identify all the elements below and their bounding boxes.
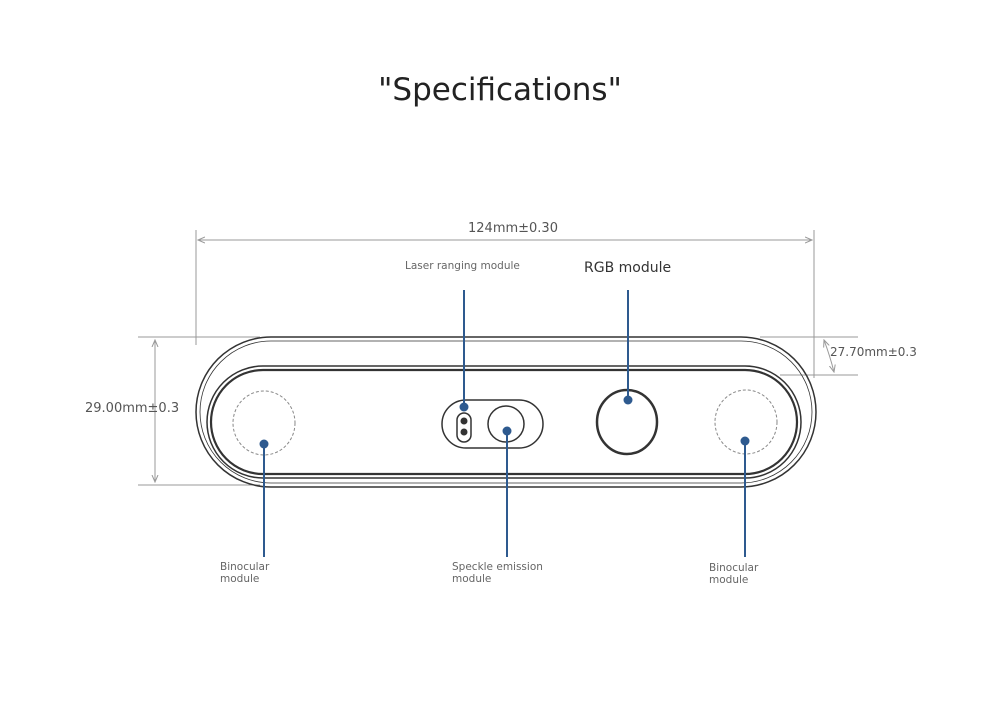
sensor-housing bbox=[441, 399, 544, 449]
width-label: 124mm±0.30 bbox=[468, 221, 558, 236]
pointer-lines bbox=[259, 290, 750, 557]
depth-label: 27.70mm±0.3 bbox=[830, 345, 917, 359]
binocular-right-label-1: Binocular bbox=[709, 562, 759, 574]
depth-dimension: 27.70mm±0.3 bbox=[760, 336, 917, 376]
binocular-left-label-1: Binocular bbox=[220, 561, 270, 573]
laser-ranging-label: Laser ranging module bbox=[405, 260, 520, 272]
camera-body bbox=[195, 336, 817, 488]
width-dimension: 124mm±0.30 bbox=[195, 221, 815, 378]
binocular-left-label-2: module bbox=[220, 573, 259, 585]
height-label: 29.00mm±0.3 bbox=[85, 401, 179, 416]
page-title: "Specifications" bbox=[378, 72, 622, 108]
speckle-label-2: module bbox=[452, 573, 491, 585]
left-binocular-lens bbox=[232, 390, 296, 456]
speckle-label-1: Speckle emission bbox=[452, 561, 543, 573]
rgb-module-label: RGB module bbox=[584, 260, 671, 276]
height-dimension: 29.00mm±0.3 bbox=[85, 336, 260, 486]
binocular-right-label-2: module bbox=[709, 574, 748, 586]
laser-ranging-sensor bbox=[456, 412, 472, 443]
right-binocular-lens bbox=[714, 389, 778, 455]
